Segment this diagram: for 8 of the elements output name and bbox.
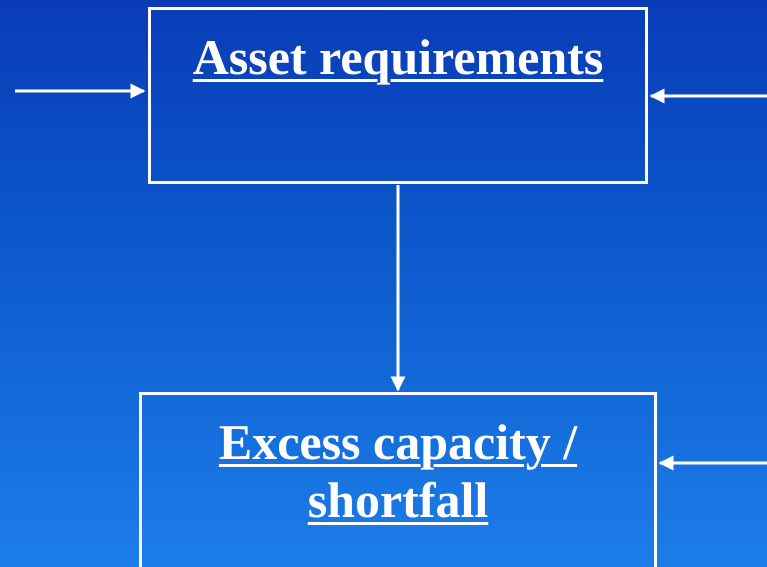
arrow <box>650 88 767 104</box>
box-title: Excess capacity / shortfall <box>218 413 578 529</box>
box-title: Asset requirements <box>192 28 604 86</box>
arrow <box>658 456 767 470</box>
arrow <box>390 185 406 392</box>
process-box <box>139 392 657 567</box>
arrow <box>15 84 146 98</box>
process-box <box>148 7 648 184</box>
